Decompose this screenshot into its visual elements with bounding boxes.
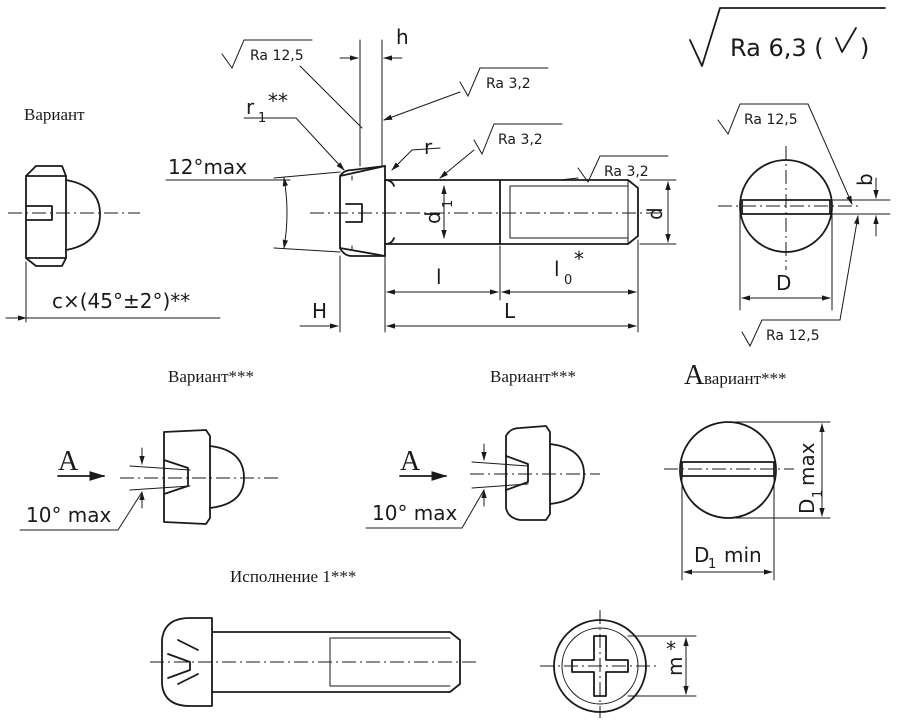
b-dim: b — [853, 173, 877, 186]
r1-dim: r — [246, 95, 255, 119]
execution-1-label: Исполнение 1*** — [230, 567, 356, 586]
variant-mid-center: Вариант*** A 10° max — [365, 367, 600, 529]
h-dim: h — [396, 25, 409, 49]
chamfer-dim: c×(45°±2°)** — [52, 289, 190, 313]
general-roughness-close: ) — [860, 34, 869, 62]
main-screw-view: 12°max h Ra 12,5 r 1 ** Ra 3,2 r Ra 3,2 … — [165, 25, 677, 333]
end-view-top: D b Ra 12,5 Ra 12,5 — [717, 103, 891, 348]
d1-sub: 1 — [441, 200, 456, 208]
D1max-tail: max — [795, 442, 819, 486]
l0-dim: l — [554, 257, 560, 281]
d-dim: d — [643, 207, 667, 220]
m-dim: m — [663, 657, 687, 676]
d1-dim: d — [421, 211, 445, 224]
execution-1: Исполнение 1*** m * — [150, 567, 697, 718]
D1min-tail: min — [724, 543, 762, 567]
l0-star: * — [574, 247, 584, 271]
variant-label-mid-left: Вариант*** — [168, 367, 254, 386]
view-a-variant-label: вариант*** — [704, 369, 787, 388]
ra-head-top: Ra 12,5 — [250, 48, 304, 64]
ra-end-top: Ra 12,5 — [744, 112, 798, 128]
view-a-letter: A — [684, 360, 705, 391]
L-dim: L — [504, 299, 516, 323]
D1min-sub: 1 — [708, 557, 716, 572]
variant-label-top-left: Вариант — [24, 105, 85, 124]
ra-shank: Ra 3,2 — [498, 132, 543, 148]
D-dim: D — [776, 271, 791, 295]
arrow-a-left-label: A — [58, 446, 79, 477]
r1-stars: ** — [268, 89, 288, 113]
r-dim: r — [424, 135, 433, 159]
general-roughness-label: Ra 6,3 ( — [730, 34, 824, 62]
roughness-check-icon — [835, 27, 857, 53]
angle-12-max-dim: 12°max — [168, 155, 247, 179]
H-dim: H — [312, 299, 327, 323]
general-roughness-symbol: Ra 6,3 ( ) — [689, 7, 886, 67]
variant-mid-left: Вариант*** A 10° max — [19, 367, 280, 531]
ra-thread: Ra 3,2 — [604, 164, 649, 180]
D1max-dim: D — [795, 499, 819, 514]
D1max-sub: 1 — [811, 490, 826, 498]
view-a-variant: A вариант*** D 1 max D 1 min — [664, 360, 831, 581]
ra-face: Ra 3,2 — [486, 76, 531, 92]
angle-10-center-dim: 10° max — [372, 501, 458, 525]
m-star: * — [666, 637, 676, 661]
l-dim: l — [436, 265, 442, 289]
l0-sub: 0 — [564, 273, 572, 288]
arrow-a-center-label: A — [400, 446, 421, 477]
D1min-dim: D — [694, 543, 709, 567]
angle-10-left-dim: 10° max — [26, 503, 112, 527]
ra-end-bottom: Ra 12,5 — [766, 328, 820, 344]
variant-top-left-sketch: Вариант c×(45°±2°)** — [5, 105, 221, 322]
variant-label-mid-center: Вариант*** — [490, 367, 576, 386]
